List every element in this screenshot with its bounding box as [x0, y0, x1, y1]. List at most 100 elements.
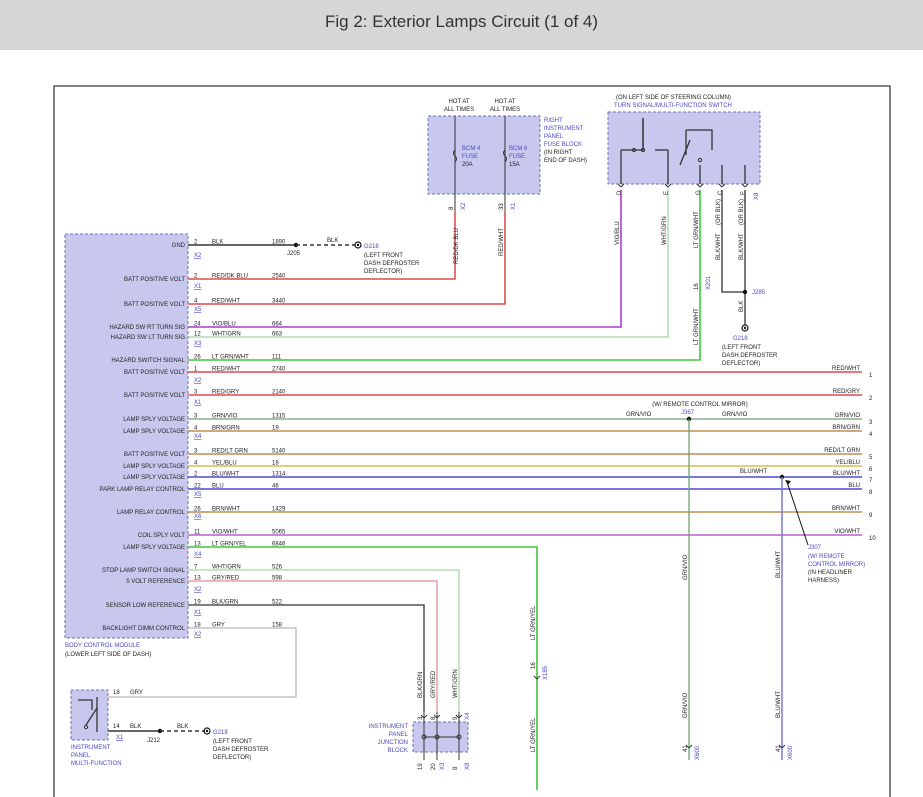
conn-chevron — [620, 183, 625, 188]
conn-chevron — [744, 183, 749, 188]
wire-wht-grn — [188, 190, 669, 338]
bcm-circuit-number: 5140 — [272, 449, 286, 455]
diagram-border — [53, 85, 891, 797]
conn-chevron — [458, 714, 463, 719]
bcm-circuit-number: 46 — [272, 484, 279, 490]
right-wire-label: RED/LT GRN — [824, 448, 860, 454]
ipjb-label: INSTRUMENT — [369, 724, 409, 730]
bcm-pin-number: 13 — [194, 576, 201, 582]
right-pin-number: 7 — [869, 478, 873, 484]
switch-wire-color: BLK/WHT — [739, 233, 745, 260]
right-pin-number: 3 — [869, 420, 873, 426]
switch-pin: C — [718, 190, 724, 195]
bcm-pin-number: 18 — [194, 623, 201, 629]
g218-ground-bottom — [203, 727, 211, 735]
bcm-circuit-number: 1315 — [272, 414, 286, 420]
blk-label: BLK — [739, 301, 745, 312]
bcm-pin-number: 13 — [194, 542, 201, 548]
bcm-pin-number: 4 — [194, 426, 198, 432]
fuse2-label: BCM 6 — [509, 146, 528, 152]
vert-lt-grn-yel-2: LT GRN/YEL — [531, 717, 537, 752]
bcm-signal-label: STOP LAMP SWITCH SIGNAL — [102, 568, 186, 574]
bcm-wire-color: GRY/RED — [212, 576, 240, 582]
conn-chevron — [423, 714, 428, 719]
bcm-wire-color: YEL/BLU — [212, 461, 237, 467]
bcm-signal-label: HAZARD SWITCH SIGNAL — [111, 358, 185, 364]
bcm-wire-color: VIO/WHT — [212, 530, 238, 536]
bcm-pin-number: 2 — [194, 274, 198, 280]
fuse-block — [427, 115, 541, 195]
bcm-signal-label: LAMP SPLY VOLTAGE — [123, 475, 185, 481]
hot-label: HOT AT — [494, 99, 515, 105]
vert-x600a: X600 — [695, 745, 701, 760]
bcm-circuit-number: 663 — [272, 332, 283, 338]
fuse1-label: FUSE — [462, 154, 478, 160]
wire-blk-grn — [188, 604, 425, 712]
ipmf-label: MULTI-FUNCTION — [71, 761, 122, 767]
bcm-circuit-number: 18 — [272, 461, 279, 467]
pin-16: 16 — [694, 283, 700, 290]
bcm-signal-label: GND — [172, 243, 186, 249]
bcm-pin-number: 4 — [194, 461, 198, 467]
conn-chevron — [667, 183, 672, 188]
bcm-signal-label: HAZARD SW RT TURN SIG — [109, 325, 185, 331]
fuse1-label: 20A — [462, 162, 473, 168]
bcm-signal-label: 5 VOLT REFERENCE — [126, 579, 185, 585]
switch-contact — [640, 147, 646, 153]
switch-pin: E — [664, 191, 670, 195]
switch-wire-color: LT GRN/WHT — [694, 211, 700, 248]
bcm-connector-id: X5 — [194, 307, 202, 313]
switch-wire-color: (OR BLK) — [739, 199, 745, 225]
fuse2-label: 15A — [509, 162, 520, 168]
conn-chevron — [741, 183, 746, 188]
right-pin-number: 10 — [869, 536, 876, 542]
right-pin-number: 5 — [869, 455, 873, 461]
jb-pin-bottom: 20 — [431, 763, 437, 770]
conn-chevron — [433, 714, 438, 719]
wire-red-dk-blu — [188, 212, 456, 280]
vert-pin-41b: 41 — [776, 745, 782, 752]
bcm-signal-label: HAZARD SW LT TURN SIG — [111, 335, 186, 341]
conn-chevron — [778, 744, 783, 749]
j307-arrow — [785, 480, 791, 485]
conn-chevron — [685, 744, 690, 749]
j285-label: J285 — [752, 290, 766, 296]
conn-chevron — [617, 183, 622, 188]
bcm-wire-color: GRY — [212, 623, 225, 629]
bcm-wire-color: BLU — [212, 484, 224, 490]
bcm-wire-color: BLK — [212, 240, 223, 246]
bcm-signal-label: LAMP SPLY VOLTAGE — [123, 417, 185, 423]
bcm-wire-color: BLU/WHT — [212, 472, 239, 478]
bcm-circuit-number: 158 — [272, 623, 283, 629]
fuse-pin: 33 — [499, 203, 505, 210]
hot-label: ALL TIMES — [490, 107, 520, 113]
bcm-signal-label: BATT POSITIVE VOLT — [124, 452, 185, 458]
ipmf-pin-18: 18 — [113, 690, 120, 696]
conn-chevron — [533, 675, 538, 680]
j367-label: J367 — [681, 410, 695, 416]
bcm-circuit-number: 5065 — [272, 530, 286, 536]
vert-grn-vio: GRN/VIO — [683, 554, 689, 580]
conn-chevron — [536, 675, 541, 680]
bcm-circuit-number: 2740 — [272, 367, 286, 373]
mirror-left-label: GRN/VIO — [626, 412, 652, 418]
switch-lever — [679, 139, 691, 166]
wire-blk-wht-c — [721, 190, 745, 293]
right-wire-label: RED/WHT — [832, 366, 860, 372]
j212-label: J212 — [147, 738, 161, 744]
g218-label-switch: G218 — [733, 336, 748, 342]
right-pin-number: 2 — [869, 396, 873, 402]
hot-label: HOT AT — [448, 99, 469, 105]
bcm-wire-color: BRN/GRN — [212, 426, 240, 432]
bcm-pin-number: 2 — [194, 240, 198, 246]
ipmf-label: PANEL — [71, 753, 91, 759]
bottom-ground-desc: DEFLECTOR) — [213, 755, 251, 761]
mirror-title: (W/ REMOTE CONTROL MIRROR) — [652, 402, 747, 408]
bcm-signal-label: LAMP SPLY VOLTAGE — [123, 429, 185, 435]
bcm-connector-id: X5 — [194, 492, 202, 498]
vert-grn-vio-2: GRN/VIO — [683, 692, 689, 718]
bcm-pin-number: 1 — [194, 367, 198, 373]
ipjb-label: JUNCTION — [378, 740, 408, 746]
bcm-wire-color: WHT/GRN — [212, 565, 241, 571]
